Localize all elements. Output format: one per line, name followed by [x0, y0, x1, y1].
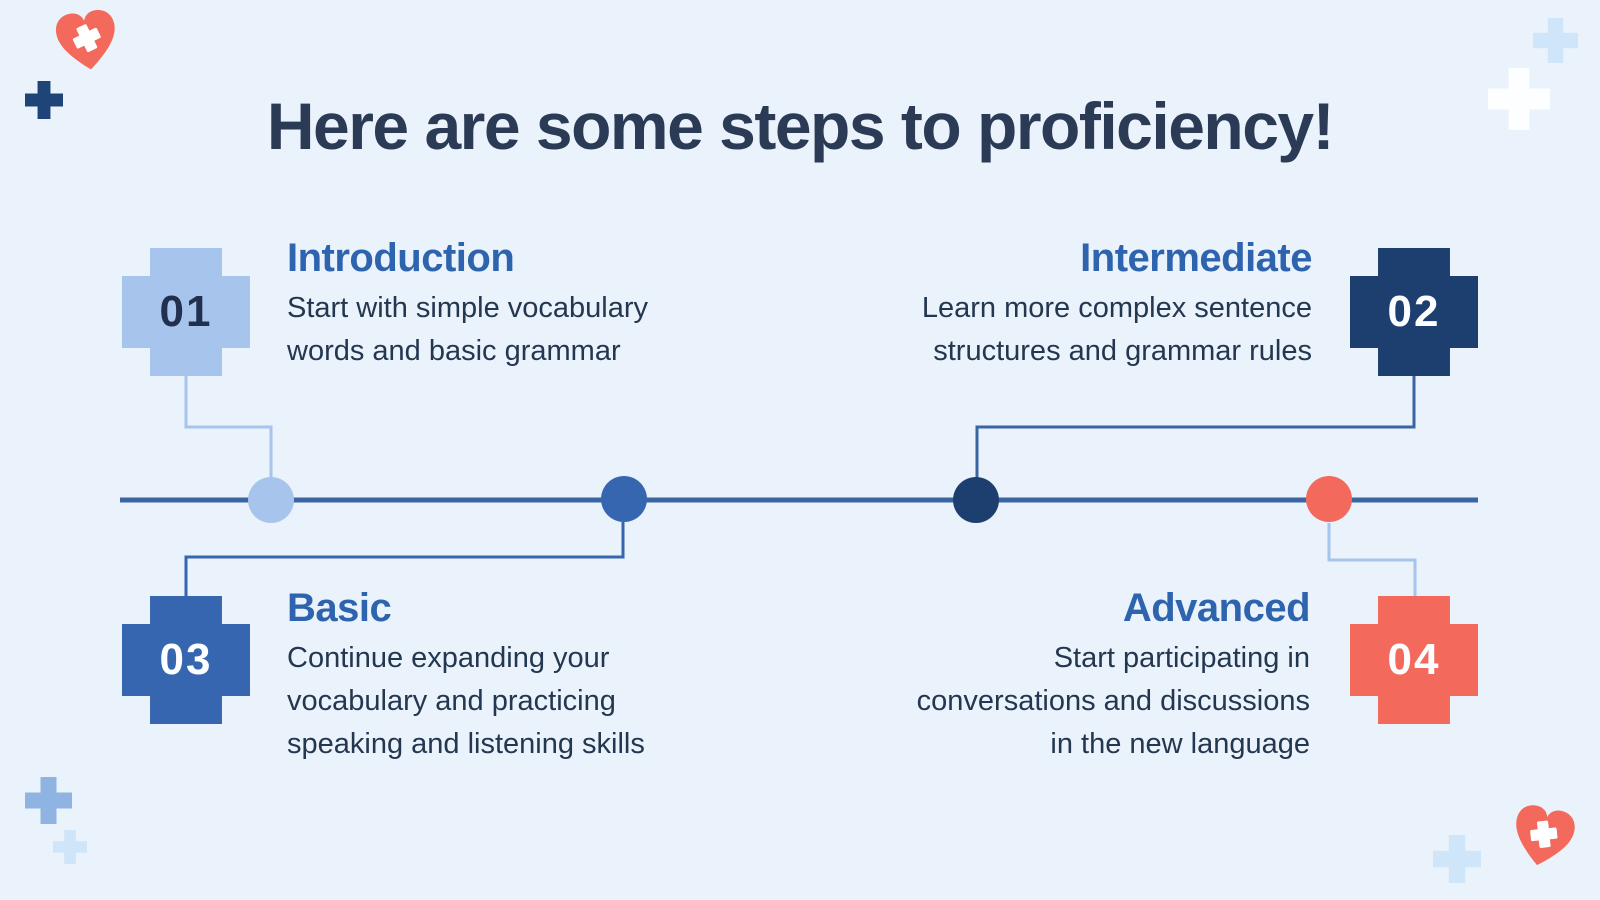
- connector-step-4: [1327, 523, 1417, 596]
- timeline-dot-2: [601, 476, 647, 522]
- step-description-line: Continue expanding your: [287, 642, 610, 674]
- heart-cross-icon: [56, 9, 115, 70]
- connector-step-3: [184, 522, 625, 596]
- step-description-line: Learn more complex sentence: [921, 292, 1312, 324]
- step-heading: Introduction: [287, 236, 515, 280]
- step-description-line: Start with simple vocabulary: [287, 292, 649, 324]
- heart-cross-icon: [1516, 805, 1575, 866]
- step-description-line: words and basic grammar: [287, 335, 621, 367]
- connector-step-2: [975, 376, 1416, 478]
- step-description-line: in the new language: [1050, 728, 1310, 760]
- step-heading: Advanced: [1122, 586, 1311, 630]
- timeline-dot-1: [248, 477, 294, 523]
- connector-step-1: [184, 376, 273, 479]
- step-block-advanced: Advanced Start participating in conversa…: [830, 584, 1311, 766]
- step-heading: Intermediate: [1080, 236, 1312, 280]
- step-number: 03: [159, 635, 213, 684]
- step-description-line: vocabulary and practicing: [287, 685, 616, 717]
- step-description-line: speaking and listening skills: [287, 728, 645, 760]
- timeline-dot-3: [953, 477, 999, 523]
- step-number: 04: [1387, 635, 1441, 684]
- step-description-line: Start participating in: [1053, 642, 1310, 674]
- step-description-line: conversations and discussions: [916, 685, 1310, 717]
- step-block-basic: Basic Continue expanding your vocabulary…: [287, 584, 767, 766]
- step-number: 02: [1387, 287, 1441, 336]
- step-description-line: structures and grammar rules: [933, 335, 1312, 367]
- step-block-intermediate: Intermediate Learn more complex sentence…: [832, 234, 1313, 373]
- step-heading: Basic: [287, 586, 392, 630]
- page-title: Here are some steps to proficiency!: [266, 89, 1335, 163]
- timeline-dot-4: [1306, 476, 1352, 522]
- step-number: 01: [159, 287, 213, 336]
- step-block-introduction: Introduction Start with simple vocabular…: [287, 234, 767, 373]
